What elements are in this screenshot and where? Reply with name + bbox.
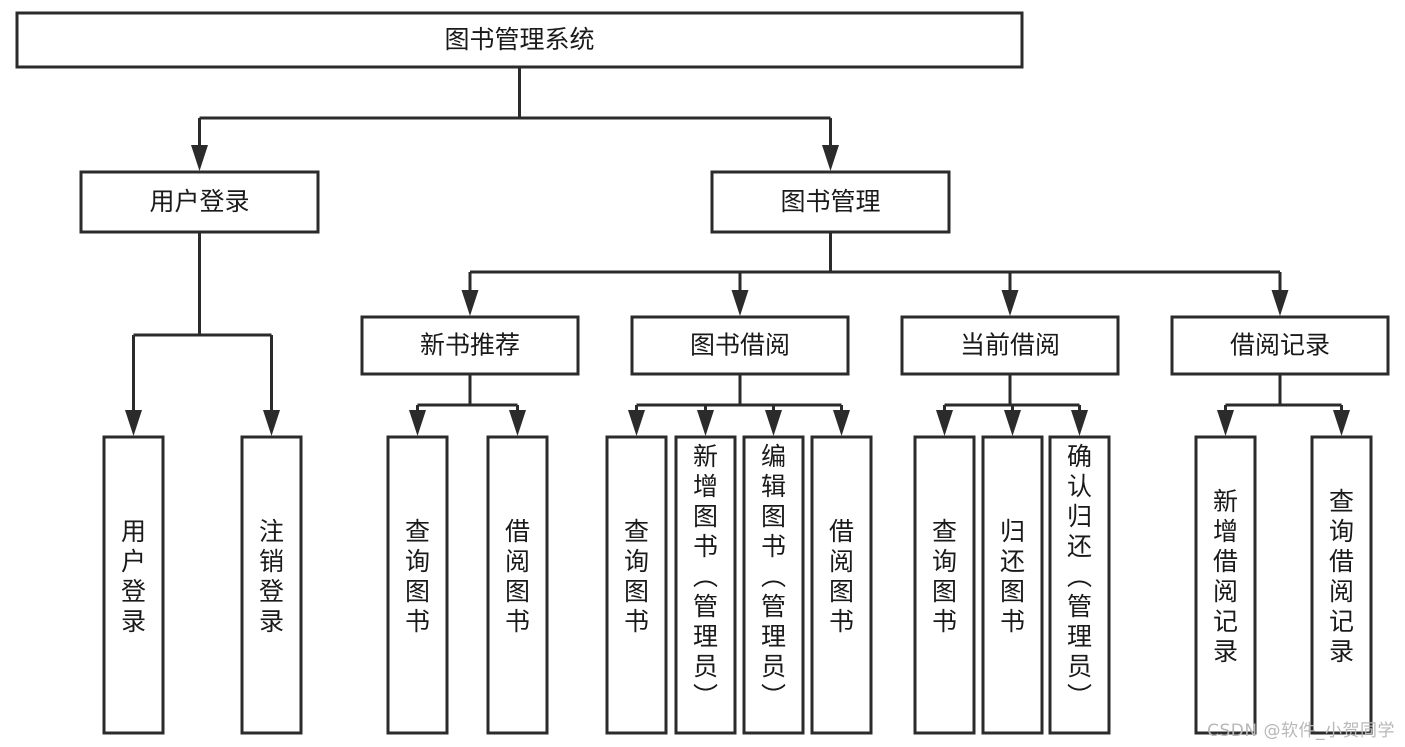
node-borrow-record[interactable]: 借阅记录 <box>1170 315 1390 376</box>
node-leaf-borrow-book-1[interactable]: 借阅图书 <box>486 435 549 735</box>
node-root[interactable]: 图书管理系统 <box>15 11 1024 69</box>
node-label-leaf-confirm-return: 确认归还︵管理员︶ <box>1067 442 1092 711</box>
node-label-leaf-query-book-1: 查询图书 <box>405 517 430 636</box>
node-box-leaf-borrow-book-1[interactable] <box>486 435 549 735</box>
node-user-login[interactable]: 用户登录 <box>79 170 320 234</box>
node-leaf-user-login[interactable]: 用户登录 <box>102 435 165 735</box>
node-box-leaf-edit-book[interactable] <box>742 435 805 735</box>
node-leaf-borrow-book-2[interactable]: 借阅图书 <box>810 435 873 735</box>
node-label-user-login: 用户登录 <box>149 187 249 216</box>
node-label-root: 图书管理系统 <box>444 25 594 54</box>
node-label-book-manage: 图书管理 <box>780 187 880 216</box>
node-label-leaf-add-record: 新增借阅记录 <box>1213 487 1238 666</box>
node-box-leaf-logout-login[interactable] <box>240 435 303 735</box>
node-box-leaf-borrow-book-2[interactable] <box>810 435 873 735</box>
node-leaf-query-book-2[interactable]: 查询图书 <box>605 435 668 735</box>
connector-layer <box>125 67 1350 436</box>
node-label-leaf-query-book-3: 查询图书 <box>932 517 957 636</box>
node-label-leaf-user-login: 用户登录 <box>121 517 146 636</box>
node-box-leaf-return-book[interactable] <box>981 435 1044 735</box>
node-label-leaf-borrow-book-1: 借阅图书 <box>505 517 530 636</box>
node-leaf-query-book-1[interactable]: 查询图书 <box>386 435 449 735</box>
node-box-book-borrow[interactable] <box>630 315 850 376</box>
node-leaf-query-record[interactable]: 查询借阅记录 <box>1310 435 1373 735</box>
node-leaf-add-record[interactable]: 新增借阅记录 <box>1194 435 1257 735</box>
node-box-leaf-add-record[interactable] <box>1194 435 1257 735</box>
node-label-leaf-query-book-2: 查询图书 <box>624 517 649 636</box>
node-box-book-manage[interactable] <box>710 170 951 234</box>
node-box-leaf-query-record[interactable] <box>1310 435 1373 735</box>
node-book-manage[interactable]: 图书管理 <box>710 170 951 234</box>
node-label-leaf-add-book: 新增图书︵管理员︶ <box>693 442 718 711</box>
node-box-borrow-record[interactable] <box>1170 315 1390 376</box>
node-box-leaf-query-book-1[interactable] <box>386 435 449 735</box>
node-label-new-book-rec: 新书推荐 <box>420 331 520 360</box>
node-new-book-rec[interactable]: 新书推荐 <box>360 315 580 376</box>
node-box-leaf-confirm-return[interactable] <box>1048 435 1111 735</box>
node-label-book-borrow: 图书借阅 <box>690 331 790 360</box>
node-label-current-borrow: 当前借阅 <box>960 331 1060 360</box>
node-current-borrow[interactable]: 当前借阅 <box>900 315 1120 376</box>
node-box-leaf-add-book[interactable] <box>674 435 737 735</box>
node-label-leaf-logout-login: 注销登录 <box>259 517 284 636</box>
node-box-new-book-rec[interactable] <box>360 315 580 376</box>
node-leaf-query-book-3[interactable]: 查询图书 <box>913 435 976 735</box>
node-label-leaf-query-record: 查询借阅记录 <box>1329 487 1354 666</box>
node-leaf-edit-book[interactable]: 编辑图书︵管理员︶ <box>742 435 805 735</box>
node-leaf-logout-login[interactable]: 注销登录 <box>240 435 303 735</box>
node-layer: 图书管理系统用户登录图书管理新书推荐图书借阅当前借阅借阅记录用户登录注销登录查询… <box>15 11 1390 735</box>
node-box-leaf-query-book-3[interactable] <box>913 435 976 735</box>
node-label-leaf-edit-book: 编辑图书︵管理员︶ <box>761 442 786 711</box>
node-book-borrow[interactable]: 图书借阅 <box>630 315 850 376</box>
node-box-root[interactable] <box>15 11 1024 69</box>
node-label-leaf-borrow-book-2: 借阅图书 <box>829 517 854 636</box>
node-box-current-borrow[interactable] <box>900 315 1120 376</box>
node-label-borrow-record: 借阅记录 <box>1230 331 1330 360</box>
node-label-leaf-return-book: 归还图书 <box>1000 517 1025 636</box>
csdn-watermark: CSDN @软件_小贺同学 <box>1207 721 1395 741</box>
node-leaf-confirm-return[interactable]: 确认归还︵管理员︶ <box>1048 435 1111 735</box>
node-box-leaf-user-login[interactable] <box>102 435 165 735</box>
node-box-user-login[interactable] <box>79 170 320 234</box>
node-leaf-return-book[interactable]: 归还图书 <box>981 435 1044 735</box>
node-box-leaf-query-book-2[interactable] <box>605 435 668 735</box>
node-leaf-add-book[interactable]: 新增图书︵管理员︶ <box>674 435 737 735</box>
